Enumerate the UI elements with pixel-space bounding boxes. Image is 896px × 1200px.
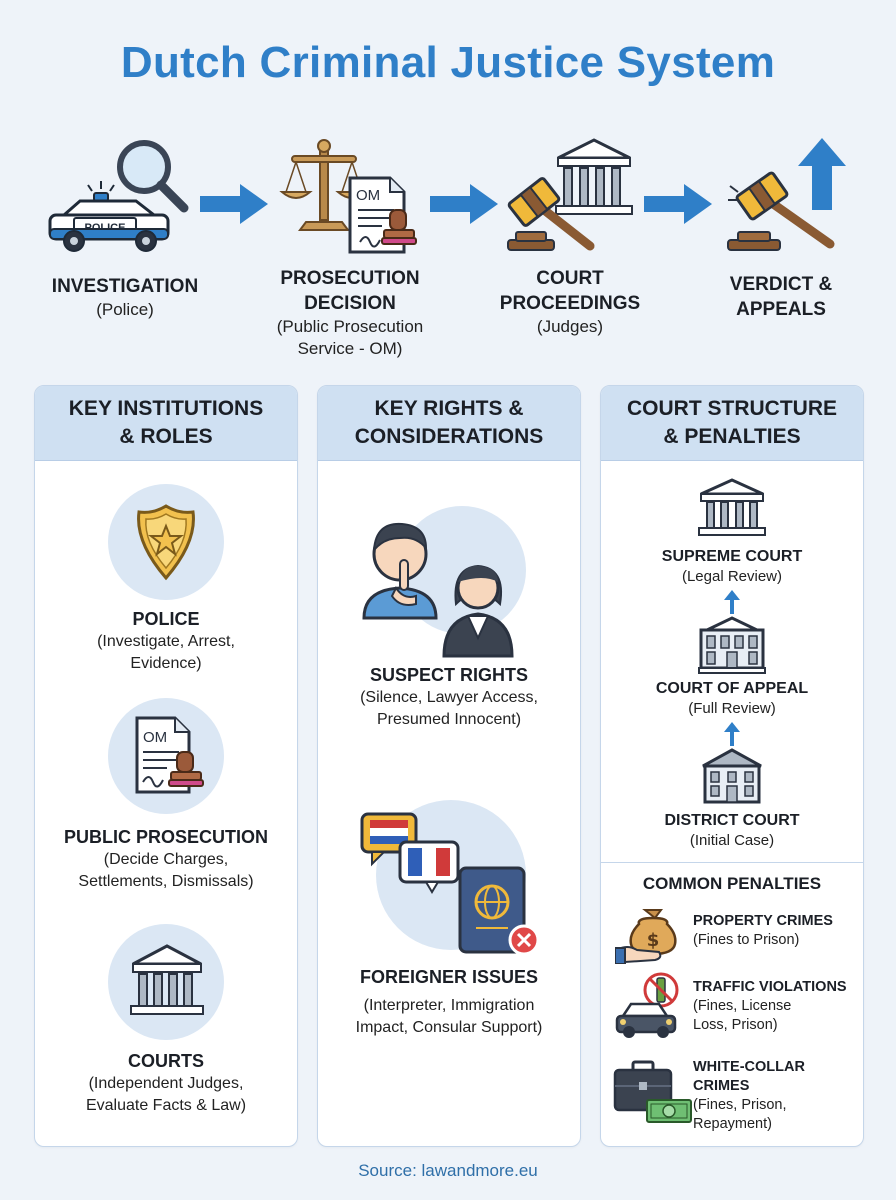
court-title: SUPREME COURT — [661, 548, 803, 565]
institution-police: POLICE (Investigate, Arrest, Evidence) — [35, 608, 297, 675]
item-title: FOREIGNER ISSUES — [359, 967, 539, 987]
item-title: COURTS — [128, 1051, 204, 1071]
flow-step-verdict-appeals: VERDICT & APPEALS — [676, 272, 886, 322]
institution-public-prosecution: PUBLIC PROSECUTION (Decide Charges, Sett… — [35, 826, 297, 893]
courthouse-gavel-icon — [507, 138, 633, 251]
step-label: PROSECUTION DECISION — [280, 268, 420, 314]
item-desc: (Decide Charges, Settlements, Dismissals… — [78, 851, 254, 890]
item-title: SUSPECT RIGHTS — [369, 665, 529, 685]
flow-step-court-proceedings: COURT PROCEEDINGS (Judges) — [460, 266, 680, 338]
step-label: COURT PROCEEDINGS — [499, 268, 641, 314]
penalties-title: COMMON PENALTIES — [642, 874, 822, 893]
car-no-alcohol-icon — [615, 972, 679, 1038]
panel-court-structure: COURT STRUCTURE & PENALTIES SUPREME COUR… — [600, 385, 864, 1147]
penalty-desc: (Fines, Prison, Repayment) — [693, 1097, 787, 1132]
court-desc: (Initial Case) — [689, 832, 775, 849]
police-badge-icon — [137, 504, 195, 581]
svg-text:$: $ — [647, 930, 660, 951]
panel-title: KEY INSTITUTIONS & ROLES — [35, 386, 297, 461]
source-credit: Source: lawandmore.eu — [358, 1161, 538, 1180]
item-desc: (Investigate, Arrest, Evidence) — [97, 633, 235, 672]
court-level-district: DISTRICT COURT (Initial Case) — [601, 810, 863, 851]
divider — [601, 862, 863, 863]
item-title: POLICE — [132, 609, 200, 629]
penalty-title: TRAFFIC VIOLATIONS — [693, 979, 847, 995]
panel-title: KEY RIGHTS & CONSIDERATIONS — [318, 386, 580, 461]
rights-suspect: SUSPECT RIGHTS (Silence, Lawyer Access, … — [318, 664, 580, 731]
passport-flags-icon — [360, 812, 540, 956]
panel-title: COURT STRUCTURE & PENALTIES — [601, 386, 863, 461]
briefcase-cash-icon — [613, 1060, 692, 1123]
penalty-desc: (Fines to Prison) — [693, 932, 800, 948]
doc-text: OM — [356, 187, 380, 204]
institution-courts: COURTS (Independent Judges, Evaluate Fac… — [35, 1050, 297, 1117]
suspect-lawyer-icon — [362, 522, 514, 658]
flow-step-investigation: INVESTIGATION (Police) — [20, 274, 230, 321]
icon-circle — [108, 924, 224, 1040]
district-court-icon — [702, 748, 762, 804]
doc-text: OM — [143, 729, 167, 746]
flow-arrow-icon — [200, 184, 268, 224]
money-bag-hand-icon: $ — [615, 909, 677, 964]
item-desc: (Silence, Lawyer Access, Presumed Innoce… — [360, 689, 538, 728]
penalty-desc: (Fines, License Loss, Prison) — [693, 998, 792, 1033]
gavel-up-arrow-icon — [727, 138, 846, 251]
flow-arrow-icon — [430, 184, 498, 224]
rights-foreigner: FOREIGNER ISSUES (Interpreter, Immigrati… — [318, 966, 580, 1039]
penalty-title: WHITE-COLLAR CRIMES — [693, 1059, 805, 1094]
court-title: COURT OF APPEAL — [655, 680, 809, 697]
item-title: PUBLIC PROSECUTION — [63, 827, 268, 847]
up-arrow-icon — [724, 722, 740, 746]
flow-arrow-icon — [644, 184, 712, 224]
court-level-supreme: SUPREME COURT (Legal Review) — [601, 546, 863, 587]
supreme-court-icon — [698, 478, 766, 536]
step-sub: (Public Prosecution Service - OM) — [276, 317, 424, 358]
panel-key-institutions: KEY INSTITUTIONS & ROLES POLICE (Investi… — [34, 385, 298, 1147]
panel-key-rights: KEY RIGHTS & CONSIDERATIONS SUSPECT RIGH… — [317, 385, 581, 1147]
scales-document-icon: OM — [279, 139, 417, 254]
appeal-court-icon — [698, 616, 766, 674]
step-sub: (Police) — [96, 300, 154, 319]
page-title: Dutch Criminal Justice System — [120, 38, 776, 87]
courthouse-icon — [130, 944, 204, 1015]
penalty-traffic-violations: TRAFFIC VIOLATIONS (Fines, License Loss,… — [693, 978, 863, 1035]
court-desc: (Legal Review) — [681, 568, 783, 585]
step-sub: (Judges) — [536, 317, 604, 336]
step-label: VERDICT & APPEALS — [729, 274, 833, 320]
court-title: DISTRICT COURT — [664, 812, 800, 829]
up-arrow-icon — [724, 590, 740, 614]
court-desc: (Full Review) — [688, 700, 776, 717]
om-document-stamp-icon: OM — [135, 716, 204, 794]
police-car-magnifier-icon: POLICE — [48, 140, 189, 252]
flow-step-prosecution: PROSECUTION DECISION (Public Prosecution… — [240, 266, 460, 360]
item-desc: (Independent Judges, Evaluate Facts & La… — [85, 1075, 247, 1114]
penalty-property-crimes: PROPERTY CRIMES (Fines to Prison) — [693, 912, 863, 950]
court-level-appeal: COURT OF APPEAL (Full Review) — [601, 678, 863, 719]
step-label: INVESTIGATION — [51, 276, 199, 297]
penalty-title: PROPERTY CRIMES — [693, 913, 833, 929]
penalty-white-collar-crimes: WHITE-COLLAR CRIMES (Fines, Prison, Repa… — [693, 1058, 863, 1134]
item-desc: (Interpreter, Immigration Impact, Consul… — [355, 997, 543, 1036]
